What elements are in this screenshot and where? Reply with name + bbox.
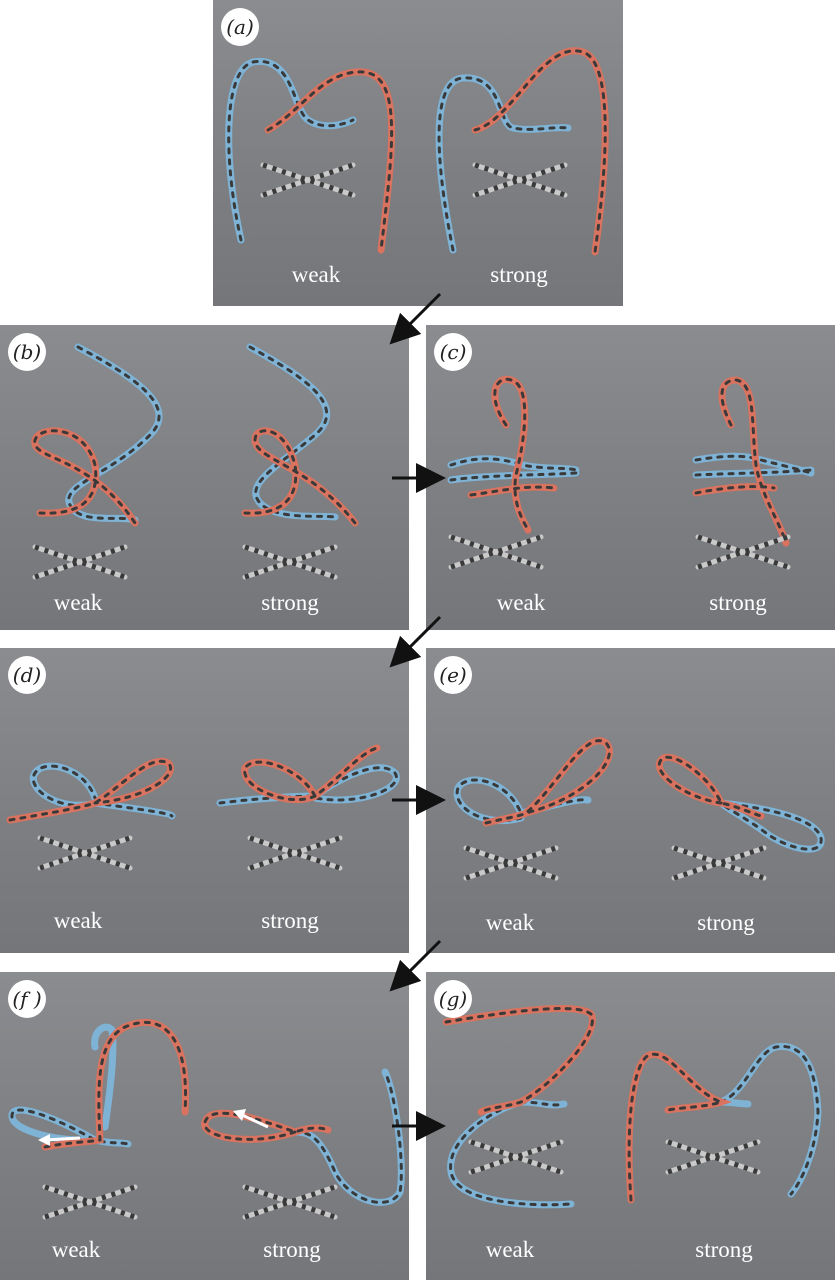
weak-label: weak	[496, 590, 546, 615]
strong-label: strong	[263, 1237, 321, 1262]
laces-illustration	[453, 737, 825, 953]
panel-e: (e) weak strong	[426, 648, 835, 953]
weak-label: weak	[51, 1237, 101, 1262]
panel-label: (d)	[8, 656, 46, 694]
panel-d: (d) weak strong	[0, 648, 409, 953]
laces-illustration	[447, 375, 815, 630]
laces-illustration	[8, 1019, 405, 1280]
weak-label: weak	[53, 908, 103, 933]
weak-label: weak	[53, 590, 103, 615]
panel-label: (b)	[8, 333, 46, 371]
panel-b: (b) weak strong	[0, 325, 409, 630]
strong-label: strong	[261, 908, 319, 933]
panel-c: (c) weak strong	[426, 325, 835, 630]
panel-a: (a) weak strong	[213, 0, 623, 306]
strong-label: strong	[490, 262, 548, 287]
panel-label: (c)	[434, 333, 472, 371]
panel-f: (f ) weak strong	[0, 972, 409, 1280]
strong-label: strong	[261, 590, 319, 615]
panel-g: (g) weak strong	[426, 972, 835, 1280]
white-arrow-icon	[38, 1109, 269, 1146]
laces-illustration	[225, 47, 609, 256]
panel-label: (e)	[434, 656, 472, 694]
strong-label: strong	[709, 590, 767, 615]
strong-label: strong	[697, 910, 755, 935]
strong-label: strong	[695, 1237, 753, 1262]
panel-label: (g)	[434, 980, 472, 1018]
weak-label: weak	[485, 1237, 535, 1262]
panel-label: (a)	[221, 8, 259, 46]
laces-illustration	[31, 343, 359, 630]
weak-label: weak	[291, 262, 341, 287]
panel-label: (f )	[8, 980, 46, 1018]
laces-illustration	[442, 1005, 822, 1209]
laces-illustration	[6, 744, 400, 953]
weak-label: weak	[485, 910, 535, 935]
